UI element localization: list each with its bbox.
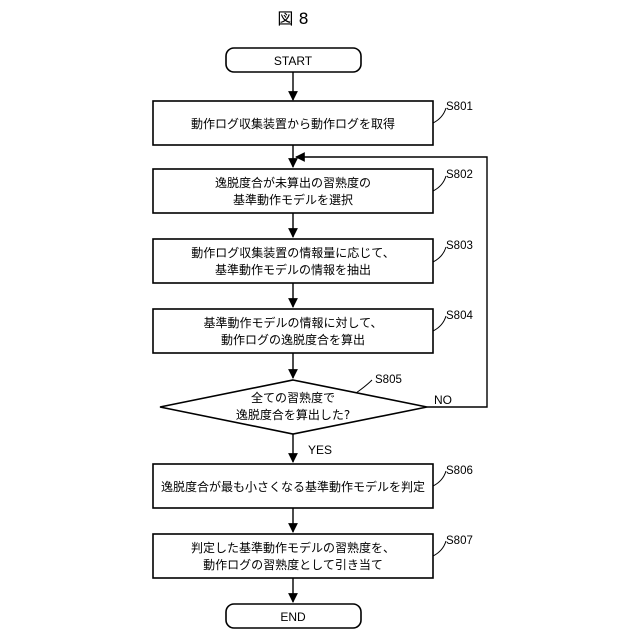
s807-leader — [433, 541, 446, 556]
s807-id: S807 — [446, 535, 473, 547]
s803-line-2: 基準動作モデルの情報を抽出 — [215, 262, 371, 277]
s804-line-2: 動作ログの逸脱度合を算出 — [221, 332, 365, 347]
s807-line-1: 判定した基準動作モデルの習熟度を、 — [191, 540, 395, 555]
figure-title: 図 8 — [277, 9, 308, 28]
s806-leader — [433, 471, 446, 486]
start-label: START — [274, 54, 313, 68]
s804-id: S804 — [446, 310, 473, 322]
s802-line-1: 逸脱度合が未算出の習熟度の — [215, 175, 371, 190]
s806-line-1: 逸脱度合が最も小さくなる基準動作モデルを判定 — [161, 479, 425, 494]
s803-line-1: 動作ログ収集装置の情報量に応じて、 — [191, 245, 394, 260]
s805-line-1: 全ての習熟度で — [251, 390, 335, 405]
s803-id: S803 — [446, 240, 473, 252]
s803-leader — [433, 247, 446, 262]
s804-line-1: 基準動作モデルの情報に対して、 — [203, 315, 382, 330]
s806-id: S806 — [446, 465, 473, 477]
yes-label: YES — [308, 443, 332, 457]
s802-id: S802 — [446, 169, 473, 181]
s801-leader — [433, 108, 446, 123]
s802-line-2: 基準動作モデルを選択 — [233, 192, 353, 207]
no-label: NO — [434, 393, 452, 407]
s801-line-1: 動作ログ収集装置から動作ログを取得 — [191, 116, 395, 131]
s801-id: S801 — [446, 101, 473, 113]
s805-id: S805 — [375, 374, 402, 386]
decision-s805 — [160, 380, 427, 434]
s802-leader — [433, 176, 446, 191]
s805-line-2: 逸脱度合を算出した? — [236, 407, 350, 422]
s807-line-2: 動作ログの習熟度として引き当て — [203, 557, 383, 572]
s804-leader — [433, 316, 446, 331]
s805-leader — [356, 380, 372, 393]
end-label: END — [280, 610, 306, 624]
